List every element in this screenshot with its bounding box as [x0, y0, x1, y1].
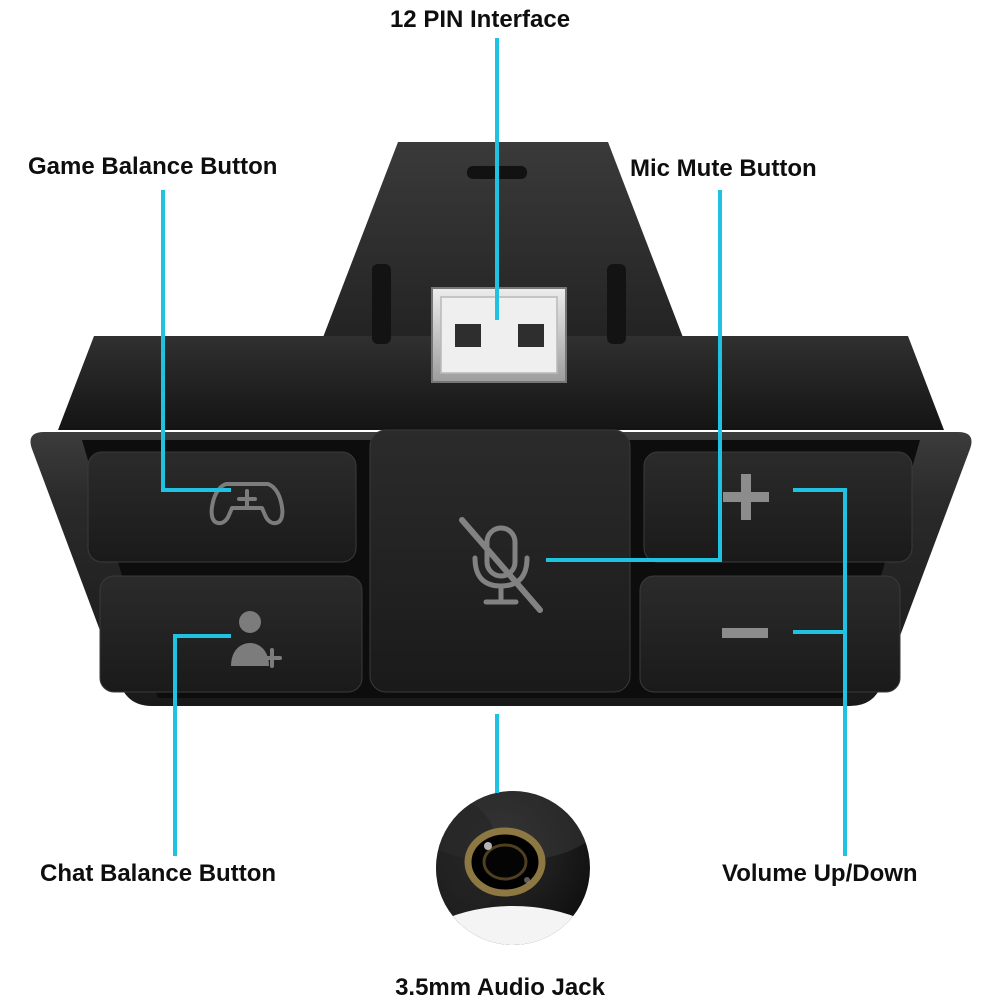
label-volume-up-down: Volume Up/Down — [722, 860, 918, 887]
usb-connector — [431, 287, 567, 383]
label-mic-mute-button: Mic Mute Button — [630, 155, 817, 182]
callout-line-audio-jack — [495, 714, 499, 793]
left-post — [372, 264, 391, 344]
person-plus-icon — [231, 611, 282, 668]
callout-line-mic-mute-h — [546, 558, 722, 562]
right-post — [607, 264, 626, 344]
game-balance-button — [87, 451, 357, 563]
label-12-pin-interface: 12 PIN Interface — [389, 6, 571, 33]
controller-plus-icon — [209, 482, 285, 526]
callout-line-volume-down-h — [793, 630, 847, 634]
callout-line-chat-balance-h — [173, 634, 231, 638]
volume-up-button — [643, 451, 913, 563]
chat-balance-button — [99, 575, 363, 693]
callout-line-mic-mute-v — [718, 190, 722, 562]
callout-line-game-balance-h — [161, 488, 231, 492]
jack-hole — [482, 843, 528, 881]
audio-jack-photo — [436, 791, 590, 945]
plus-icon — [723, 474, 769, 520]
label-game-balance-button: Game Balance Button — [28, 153, 278, 180]
label-chat-balance-button: Chat Balance Button — [40, 860, 277, 887]
callout-line-game-balance-v — [161, 190, 165, 492]
callout-line-volume-up-h — [793, 488, 847, 492]
label-audio-jack: 3.5mm Audio Jack — [395, 974, 605, 1001]
callout-line-volume-v — [843, 488, 847, 856]
callout-line-pin-interface — [495, 38, 499, 320]
usb-pin-hole — [455, 324, 481, 347]
volume-down-button — [639, 575, 901, 693]
callout-line-chat-balance-v — [173, 634, 177, 856]
usb-pin-hole — [518, 324, 544, 347]
mic-slash-icon — [459, 517, 543, 613]
